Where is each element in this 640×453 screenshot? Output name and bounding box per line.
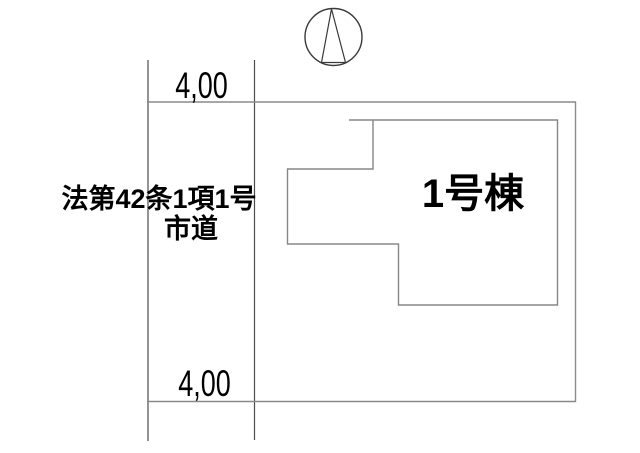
road-dimension-top: 4,00	[175, 65, 228, 106]
north-arrow-needle	[320, 8, 347, 64]
north-arrow-icon	[304, 7, 363, 67]
road-dimension-bottom: 4,00	[178, 363, 231, 404]
road-name-line2: 市道	[164, 214, 218, 244]
road-name-line1: 法第42条1項1号	[61, 184, 257, 214]
building-outline	[286, 119, 559, 306]
building-label: 1号棟	[421, 172, 525, 216]
north-arrow-circle	[304, 7, 363, 67]
parcel-boundary	[147, 101, 577, 403]
